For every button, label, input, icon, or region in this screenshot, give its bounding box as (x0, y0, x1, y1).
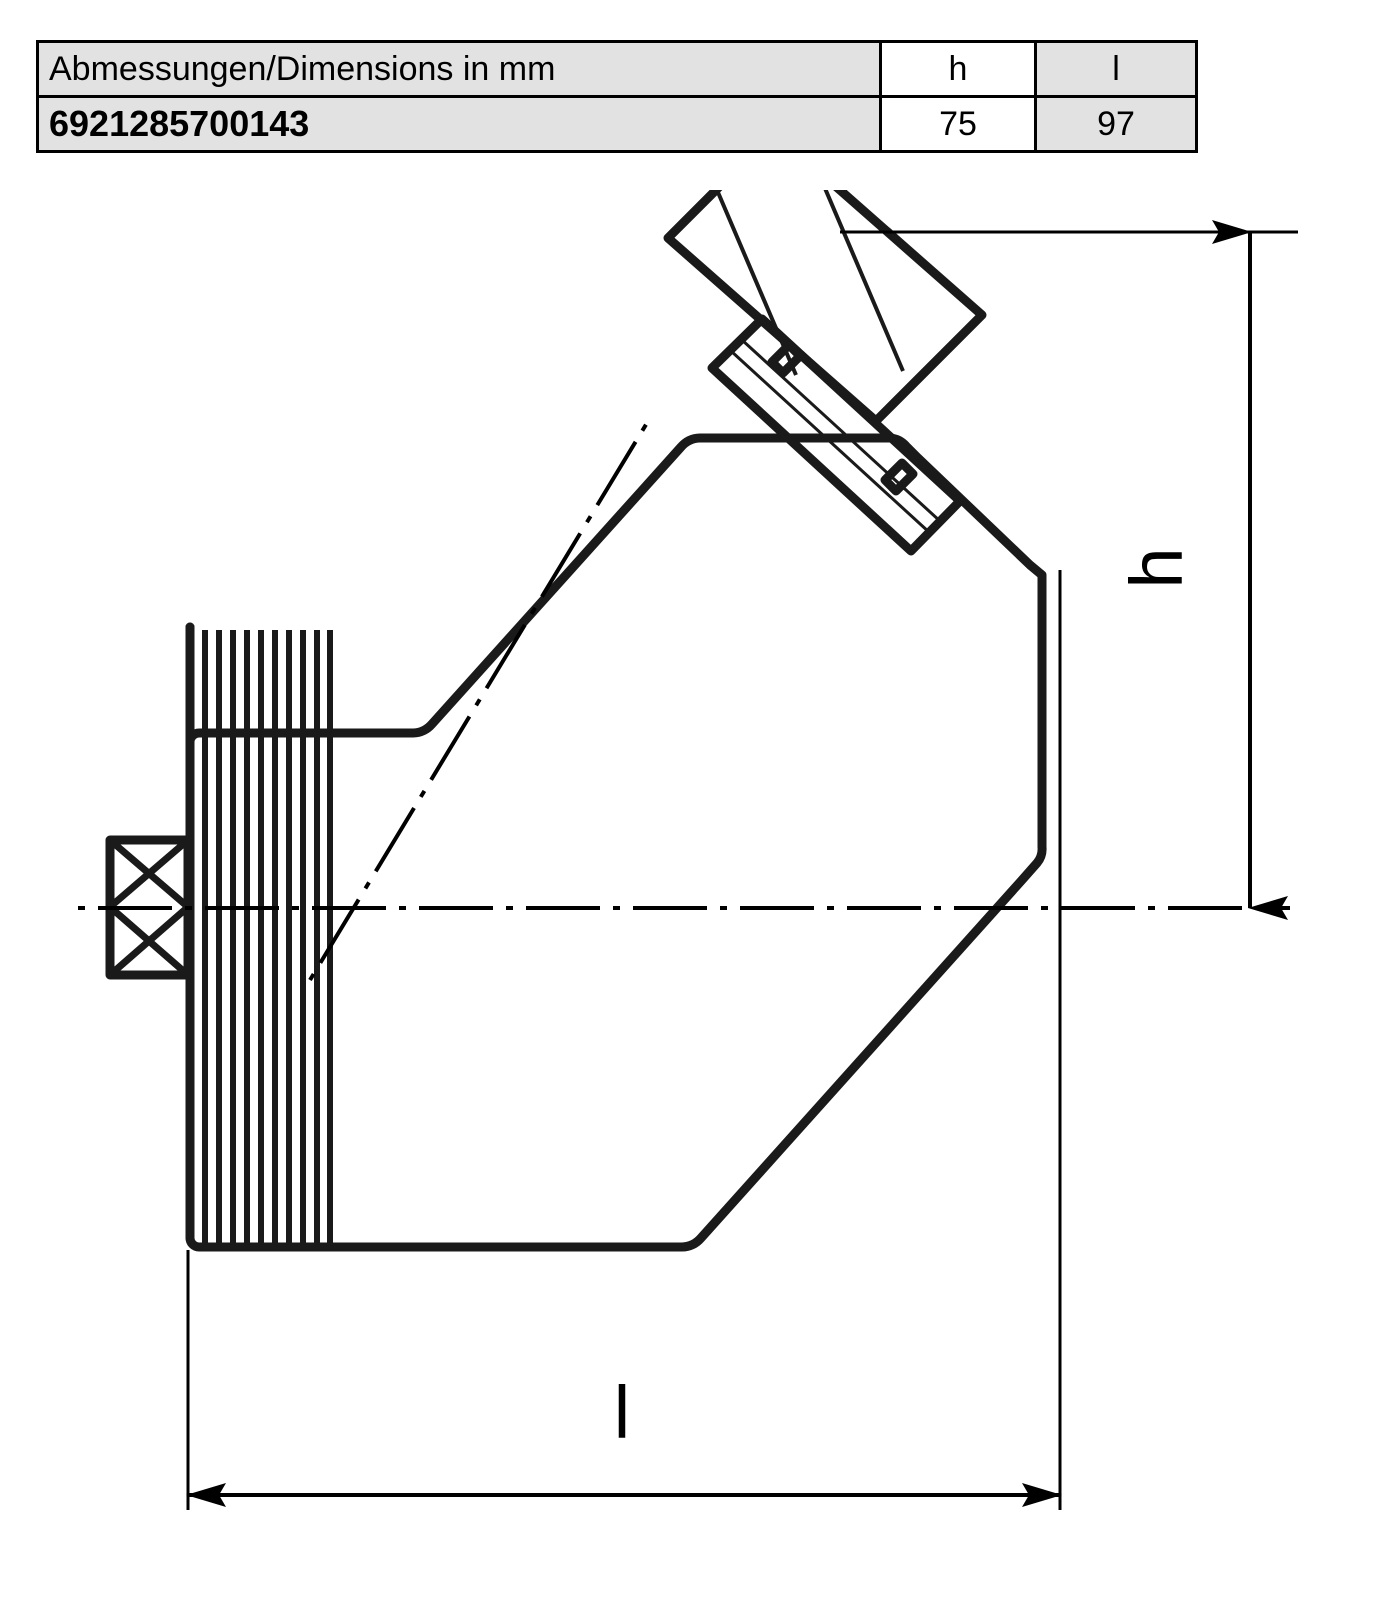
column-header-h: h (879, 40, 1037, 98)
table-header-row: Abmessungen/Dimensions in mm h l (36, 40, 1198, 98)
clamp-outer-frame (663, 190, 987, 426)
dimensions-title-cell: Abmessungen/Dimensions in mm (36, 40, 882, 98)
height-dimension-label: h (1115, 547, 1198, 588)
threaded-boss-interface (707, 314, 965, 556)
dimensions-table: Abmessungen/Dimensions in mm h l 6921285… (36, 40, 1198, 153)
clamp-frame-helper (663, 190, 978, 413)
crossed-clamp-element (663, 190, 987, 426)
length-dimension-label: l (614, 1371, 630, 1454)
technical-drawing: h l (0, 190, 1400, 1621)
boss-plate-outline (707, 314, 965, 556)
column-header-l: l (1034, 40, 1198, 98)
drawing-canvas: h l (78, 190, 1298, 1510)
length-dimension: l (186, 570, 1062, 1510)
nut-cross-hatch (106, 836, 192, 979)
rib-group (202, 630, 333, 1243)
table-row: 6921285700143 75 97 (36, 95, 1198, 153)
clamp-internal-dividers (715, 190, 905, 376)
height-dimension: h (840, 220, 1298, 920)
value-h-cell: 75 (879, 95, 1037, 153)
inclined-center-axis (308, 416, 652, 982)
clamp-cross-diagonals (666, 190, 984, 423)
value-l-cell: 97 (1034, 95, 1198, 153)
part-number-cell: 6921285700143 (36, 95, 882, 153)
